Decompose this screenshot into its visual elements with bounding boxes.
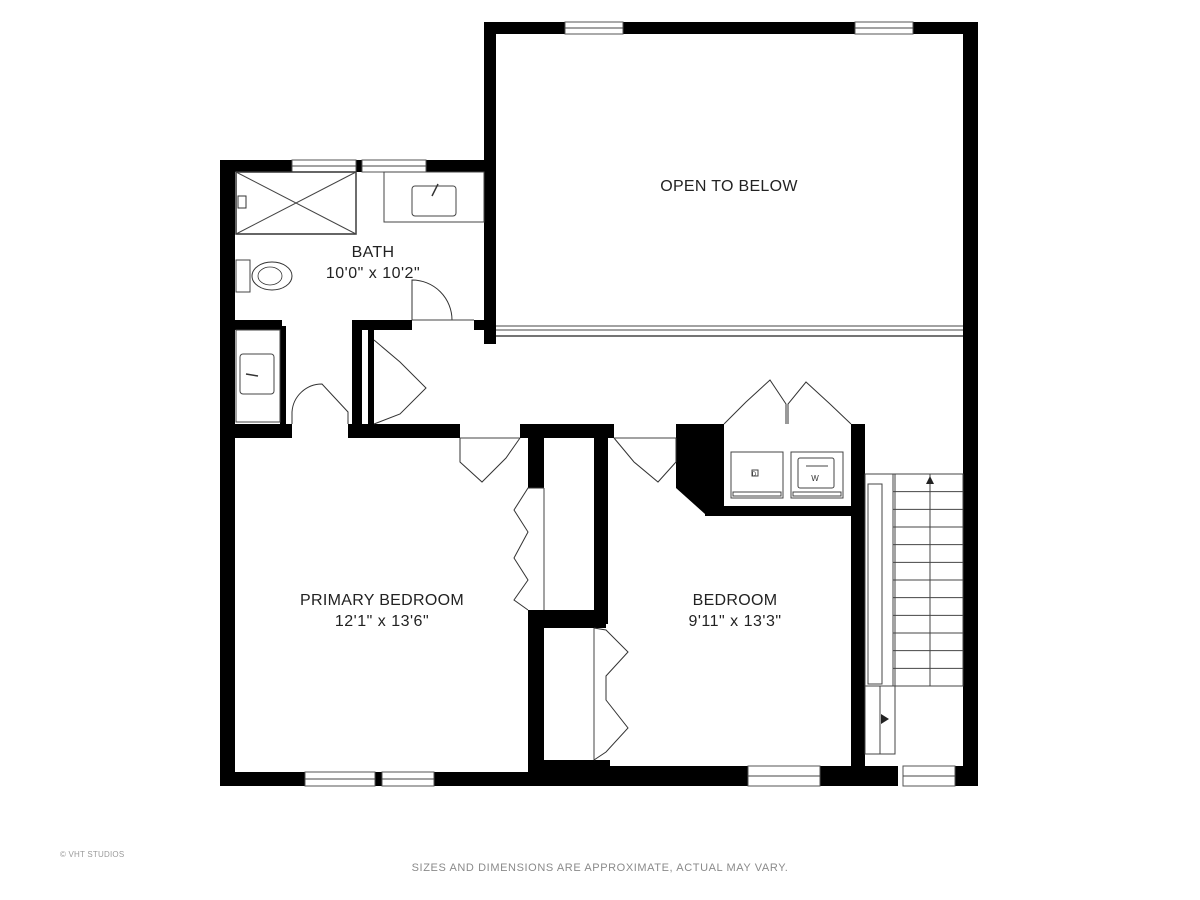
windows: [291, 21, 956, 787]
primary-bedroom-dimensions: 12'1" x 13'6": [335, 613, 429, 630]
laundry-doors: [723, 379, 852, 425]
disclaimer: SIZES AND DIMENSIONS ARE APPROXIMATE, AC…: [411, 862, 789, 874]
closet-door-hall: [373, 339, 427, 425]
bath-dimensions: 10'0" x 10'2": [326, 265, 420, 282]
room-labels: OPEN TO BELOW BATH 10'0" x 10'2" PRIMARY…: [300, 178, 798, 630]
watermark: © VHT STUDIOS: [60, 850, 125, 859]
powder-sink: [235, 329, 281, 423]
bedroom-closet-doors: [593, 627, 629, 761]
powder-door: [291, 383, 349, 424]
washer-label: W: [811, 474, 819, 483]
bath-sink-vanity: [383, 171, 485, 223]
dryer-label: D: [752, 472, 757, 478]
shower: [235, 171, 357, 235]
staircase: [864, 473, 964, 755]
open-to-below-label: OPEN TO BELOW: [660, 178, 798, 195]
bath-door: [411, 279, 474, 321]
bedroom-dimensions: 9'11" x 13'3": [688, 613, 781, 630]
railing: [496, 325, 963, 337]
primary-closet-doors: [513, 487, 545, 611]
dryer: D: [730, 451, 784, 499]
toilet: [235, 259, 293, 293]
washer: W: [790, 451, 844, 499]
primary-bedroom-label: PRIMARY BEDROOM: [300, 592, 464, 609]
interior-walls: [220, 320, 865, 786]
primary-bedroom-door: [459, 437, 521, 483]
bedroom-door: [613, 437, 677, 483]
bath-label: BATH: [352, 244, 395, 261]
bedroom-label: BEDROOM: [693, 592, 778, 609]
